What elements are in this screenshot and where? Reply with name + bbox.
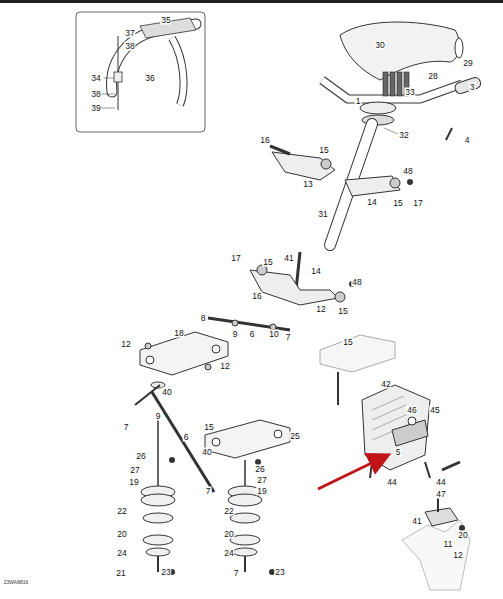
callout-number: 30 — [374, 41, 385, 50]
callout-number: 10 — [268, 330, 279, 339]
callout-number: 5 — [395, 448, 402, 457]
callout-number: 25 — [289, 432, 300, 441]
callout-number: 18 — [173, 329, 184, 338]
callout-number: 15 — [203, 423, 214, 432]
callout-number: 47 — [435, 490, 446, 499]
callout-number: 7 — [233, 569, 240, 578]
callout-number: 19 — [256, 487, 267, 496]
callout-number: 3 — [469, 83, 476, 92]
callout-number: 29 — [462, 59, 473, 68]
callout-number: 17 — [412, 199, 423, 208]
callout-number: 16 — [259, 136, 270, 145]
callout-number: 34 — [90, 74, 101, 83]
callout-number: 12 — [120, 340, 131, 349]
callout-number: 38 — [90, 90, 101, 99]
callout-number: 7 — [205, 487, 212, 496]
callout-number: 15 — [318, 146, 329, 155]
callout-number: 37 — [124, 29, 135, 38]
callout-number: 28 — [427, 72, 438, 81]
callout-number: 35 — [160, 16, 171, 25]
callout-number: 7 — [285, 333, 292, 342]
callout-number: 48 — [402, 167, 413, 176]
callout-number: 24 — [223, 549, 234, 558]
callout-number: 27 — [129, 466, 140, 475]
callout-number: 38 — [124, 42, 135, 51]
callout-number: 21 — [115, 569, 126, 578]
callout-number: 26 — [135, 452, 146, 461]
callout-number: 1 — [355, 97, 362, 106]
callout-number: 41 — [411, 517, 422, 526]
callout-number: 15 — [262, 258, 273, 267]
callout-number: 20 — [116, 530, 127, 539]
callout-number: 22 — [116, 507, 127, 516]
callout-number: 45 — [429, 406, 440, 415]
callout-number: 12 — [315, 305, 326, 314]
callout-number: 24 — [116, 549, 127, 558]
callout-number: 32 — [398, 131, 409, 140]
callout-number: 15 — [337, 307, 348, 316]
callout-number: 7 — [123, 423, 130, 432]
callout-number: 12 — [452, 551, 463, 560]
callout-number: 20 — [457, 531, 468, 540]
callout-number: 9 — [155, 412, 162, 421]
callout-number: 6 — [249, 330, 256, 339]
callout-number: 48 — [351, 278, 362, 287]
callout-number: 15 — [342, 338, 353, 347]
callout-number: 42 — [380, 380, 391, 389]
callout-number: 15 — [392, 199, 403, 208]
callout-number: 26 — [254, 465, 265, 474]
callout-number: 33 — [404, 88, 415, 97]
callout-number: 46 — [406, 406, 417, 415]
callout-number: 6 — [183, 433, 190, 442]
callout-number: 41 — [283, 254, 294, 263]
callout-number: 22 — [223, 507, 234, 516]
callout-number: 23 — [160, 568, 171, 577]
drawing-code: 23WA8816 — [3, 579, 30, 585]
callout-number: 39 — [90, 104, 101, 113]
callout-number: 19 — [128, 478, 139, 487]
callout-number: 17 — [230, 254, 241, 263]
callout-number: 23 — [274, 568, 285, 577]
callout-number: 8 — [200, 314, 207, 323]
callout-number: 9 — [232, 330, 239, 339]
callout-number: 40 — [201, 448, 212, 457]
callout-number: 27 — [256, 476, 267, 485]
callout-number: 36 — [144, 74, 155, 83]
callout-number: 16 — [251, 292, 262, 301]
callout-number: 4 — [464, 136, 471, 145]
callout-number: 12 — [219, 362, 230, 371]
callout-number: 14 — [310, 267, 321, 276]
callout-number: 20 — [223, 530, 234, 539]
callout-number: 14 — [366, 198, 377, 207]
callout-number: 44 — [435, 478, 446, 487]
callout-number: 11 — [443, 540, 454, 549]
callout-number: 44 — [386, 478, 397, 487]
callout-number: 13 — [302, 180, 313, 189]
callout-number: 31 — [317, 210, 328, 219]
callout-number: 40 — [161, 388, 172, 397]
